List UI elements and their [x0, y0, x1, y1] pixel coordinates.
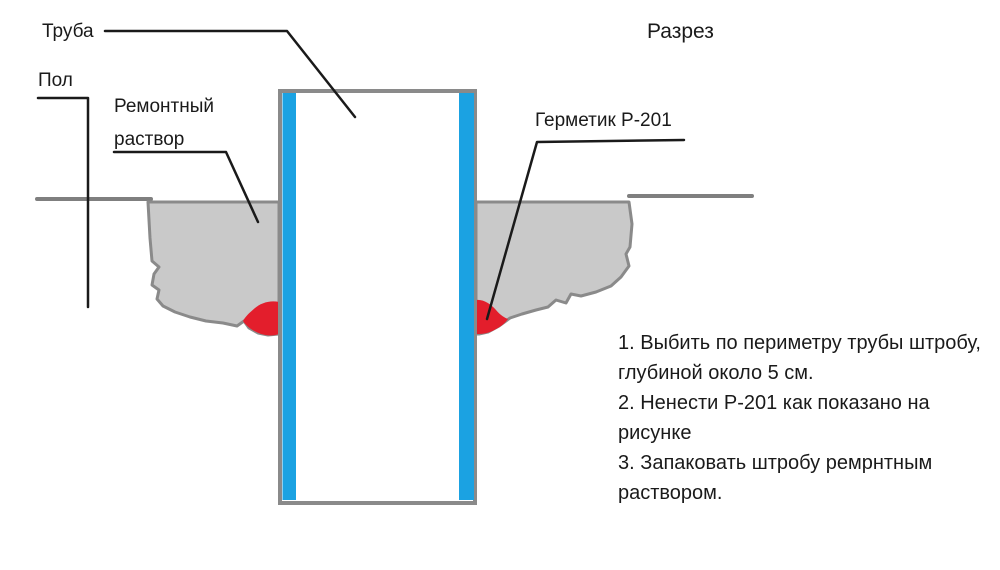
floor-leader-line [36, 96, 90, 309]
mortar-label: Ремонтный раствор [114, 96, 214, 150]
instructions-list: 1. Выбить по периметру трубы штробу, глу… [618, 328, 998, 508]
section-title: Разрез [647, 20, 714, 43]
instruction-step-1: 1. Выбить по периметру трубы штробу, глу… [618, 332, 981, 384]
sealant-label: Герметик Р-201 [535, 110, 672, 131]
floor-label: Пол [38, 70, 73, 91]
instruction-step-2: 2. Ненести Р-201 как показано на рисунке [618, 392, 930, 444]
pipe-wall-right [459, 93, 474, 500]
sealant-leader-line [485, 138, 686, 321]
sealant-bead-right [476, 299, 508, 334]
pipe-leader-line [103, 29, 357, 119]
pipe-label: Труба [42, 21, 94, 42]
instruction-step-3: 3. Запаковать штробу ремрнтным раствором… [618, 452, 933, 504]
pipe-wall-left [282, 93, 296, 500]
mortar-leader-line [112, 150, 260, 224]
pipe-outline [278, 89, 477, 505]
sealant-bead-left [243, 301, 279, 336]
